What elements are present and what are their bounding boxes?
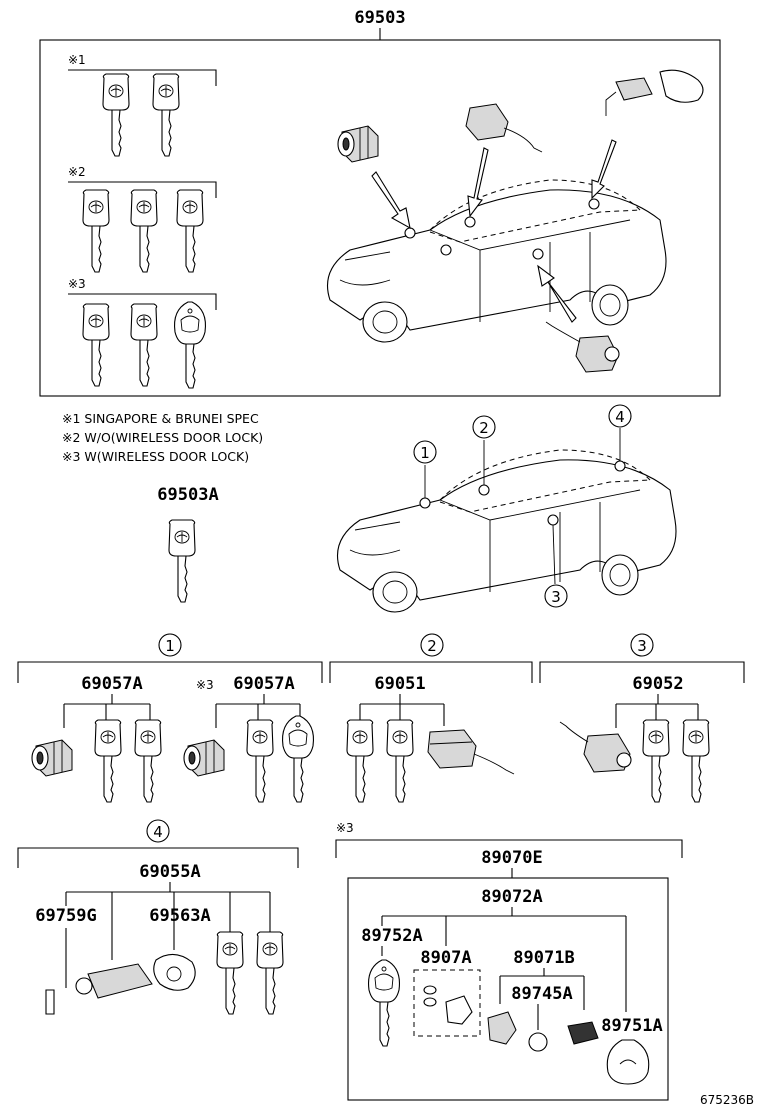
location-number-4: 4 (615, 408, 625, 426)
key-set-mark-1: ※1 (68, 53, 86, 67)
location-callout-2: 2 (472, 415, 496, 439)
location-number-2: 2 (479, 419, 489, 437)
car-illustration-top (326, 179, 667, 343)
car-illustration-locations (336, 449, 677, 613)
figure-id: 675236B (700, 1093, 754, 1107)
group-4-label: 69055A (139, 862, 200, 882)
note-without-wireless: ※2 W/O(WIRELESS DOOR LOCK) (62, 430, 263, 445)
location-callout-1: 1 (413, 440, 437, 464)
key-set-mark-3: ※3 (68, 277, 86, 291)
transmitter-assembly-label: 89070E (481, 848, 542, 868)
key-set-mark-2: ※2 (68, 165, 86, 179)
group-1-number: 1 (165, 637, 175, 655)
group-1-header: 1 (158, 633, 182, 657)
group-3-header: 3 (630, 633, 654, 657)
location-number-1: 1 (420, 444, 430, 462)
case-label: 89071B (513, 948, 574, 968)
group-2-number: 2 (427, 637, 437, 655)
group-1-right-mark: ※3 (196, 678, 214, 692)
group-1-right-label: 69057A (233, 674, 294, 694)
note-singapore-brunei: ※1 SINGAPORE & BRUNEI SPEC (62, 411, 259, 426)
group-4-header: 4 (146, 819, 170, 843)
group-3-number: 3 (637, 637, 647, 655)
note-with-wireless: ※3 W(WIRELESS DOOR LOCK) (62, 449, 249, 464)
group-4-number: 4 (153, 823, 163, 841)
main-assembly-label: 69503 (354, 8, 405, 28)
transmitter-mark: ※3 (336, 821, 354, 835)
board-label: 8907A (420, 948, 471, 968)
location-number-3: 3 (551, 588, 561, 606)
cover-label: 89751A (601, 1016, 662, 1036)
transmitter-sub-assembly-label: 89072A (481, 887, 542, 907)
group-3-label: 69052 (632, 674, 683, 694)
spare-key-label: 69503A (157, 485, 218, 505)
location-callout-4: 4 (608, 404, 632, 428)
group-1-left-label: 69057A (81, 674, 142, 694)
group-4-sub-right-label: 69563A (149, 906, 210, 926)
housing-label: 89752A (361, 926, 422, 946)
group-4-sub-left-label: 69759G (35, 906, 96, 926)
location-callout-3: 3 (544, 584, 568, 608)
battery-label: 89745A (511, 984, 572, 1004)
group-2-header: 2 (420, 633, 444, 657)
group-2-label: 69051 (374, 674, 425, 694)
